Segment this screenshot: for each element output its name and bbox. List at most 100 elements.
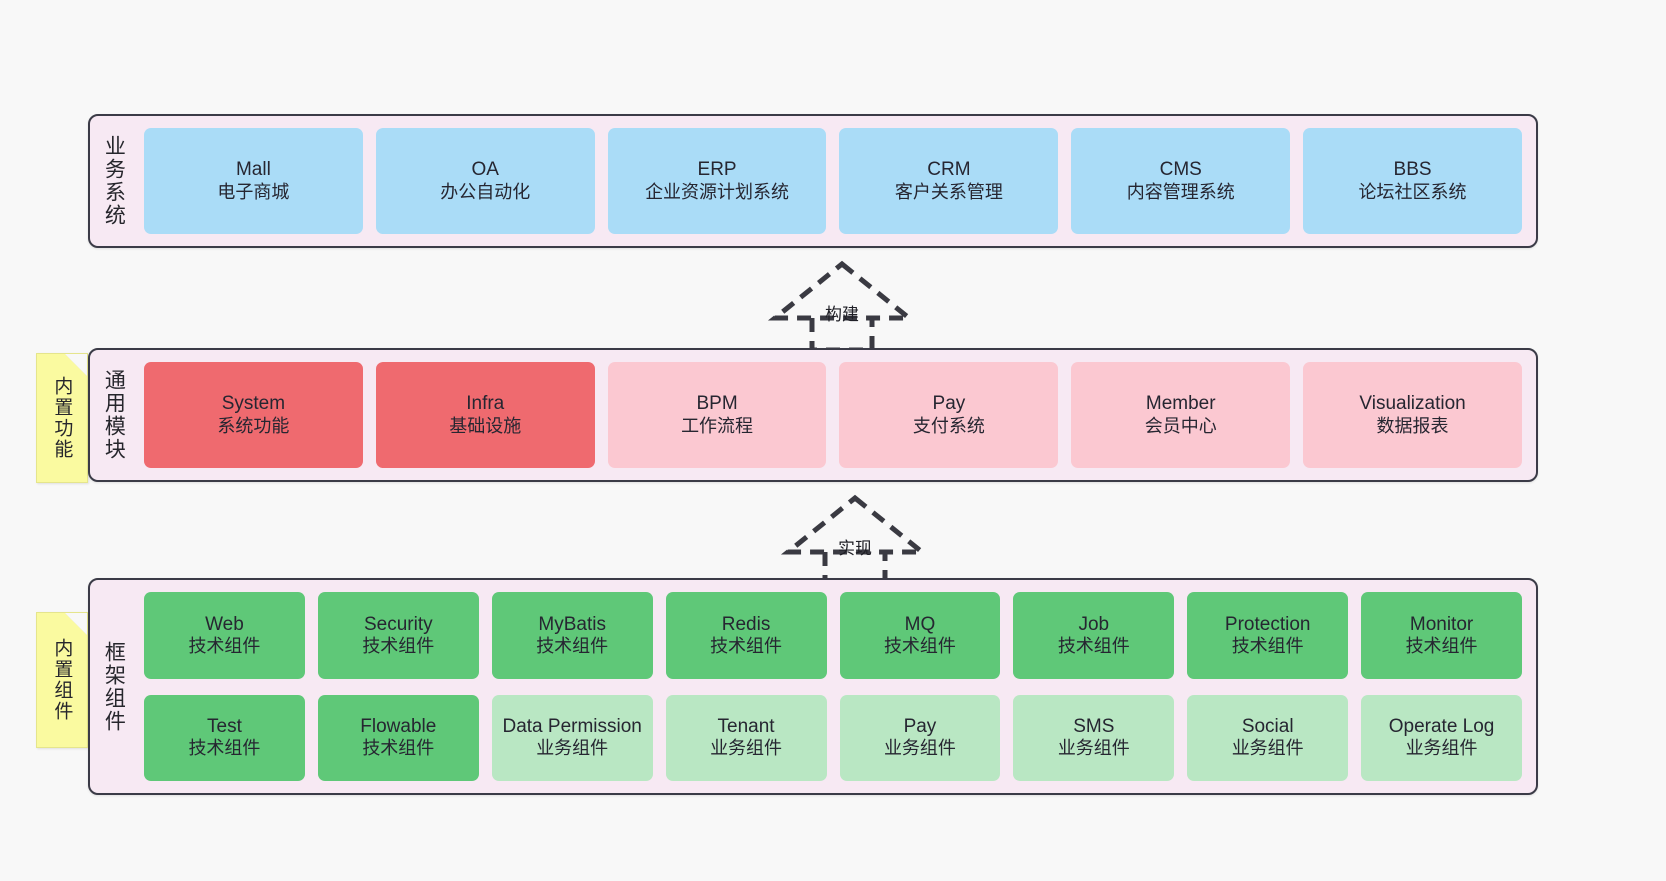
card-title-en: MQ <box>904 613 936 635</box>
card-title-cn: 论坛社区系统 <box>1358 181 1467 203</box>
card-erp[interactable]: ERP 企业资源计划系统 <box>607 128 827 234</box>
card-test[interactable]: Test 技术组件 <box>144 694 305 781</box>
card-row: System 系统功能 Infra 基础设施 BPM 工作流程 Pay 支付系统… <box>144 362 1522 468</box>
card-title-en: Protection <box>1224 613 1311 635</box>
card-mq[interactable]: MQ 技术组件 <box>839 592 1001 679</box>
card-redis[interactable]: Redis 技术组件 <box>665 592 827 679</box>
connector-implement: 实现 <box>770 492 940 592</box>
card-title-en: System <box>221 393 286 415</box>
card-title-en: Member <box>1145 393 1216 415</box>
card-protection[interactable]: Protection 技术组件 <box>1187 592 1349 679</box>
card-title-cn: 业务组件 <box>1231 738 1304 760</box>
card-job[interactable]: Job 技术组件 <box>1013 592 1175 679</box>
card-security[interactable]: Security 技术组件 <box>317 592 479 679</box>
card-row: Mall 电子商城 OA 办公自动化 ERP 企业资源计划系统 CRM 客户关系… <box>144 128 1522 234</box>
note-builtin-function[interactable]: 内置功能 <box>36 353 88 483</box>
card-row: Test 技术组件 Flowable 技术组件 Data Permission … <box>144 694 1522 781</box>
card-visualization[interactable]: Visualization 数据报表 <box>1303 362 1522 468</box>
card-pay-component[interactable]: Pay 业务组件 <box>839 694 1001 781</box>
card-title-cn: 业务组件 <box>1405 738 1478 760</box>
card-title-cn: 技术组件 <box>883 635 956 657</box>
card-title-en: Social <box>1241 716 1294 738</box>
card-title-en: Monitor <box>1409 613 1474 635</box>
card-title-en: Data Permission <box>502 716 642 738</box>
card-mybatis[interactable]: MyBatis 技术组件 <box>491 592 653 679</box>
card-title-cn: 系统功能 <box>217 415 290 437</box>
card-bpm[interactable]: BPM 工作流程 <box>607 362 827 468</box>
card-member[interactable]: Member 会员中心 <box>1071 362 1291 468</box>
connector-build-label: 构建 <box>825 305 859 325</box>
layer-title-common: 通用模块 <box>102 369 127 461</box>
card-title-en: Visualization <box>1359 393 1466 415</box>
card-flowable[interactable]: Flowable 技术组件 <box>317 694 479 781</box>
card-title-cn: 会员中心 <box>1144 415 1217 437</box>
card-title-cn: 基础设施 <box>449 415 522 437</box>
card-pay-module[interactable]: Pay 支付系统 <box>839 362 1059 468</box>
layer-title-business: 业务系统 <box>102 135 127 227</box>
card-sms[interactable]: SMS 业务组件 <box>1013 694 1175 781</box>
card-system[interactable]: System 系统功能 <box>144 362 363 468</box>
card-title-cn: 企业资源计划系统 <box>645 181 790 203</box>
card-title-cn: 办公自动化 <box>440 181 531 203</box>
note-builtin-component[interactable]: 内置组件 <box>36 612 88 748</box>
card-row: Web 技术组件 Security 技术组件 MyBatis 技术组件 Redi… <box>144 592 1522 679</box>
card-title-cn: 业务组件 <box>536 738 609 760</box>
layer-business-system[interactable]: 业务系统 Mall 电子商城 OA 办公自动化 ERP 企业资源计划系统 CRM… <box>88 114 1538 248</box>
card-title-cn: 技术组件 <box>536 635 609 657</box>
card-title-cn: 技术组件 <box>362 738 435 760</box>
card-title-cn: 支付系统 <box>912 415 985 437</box>
connector-build-glyph <box>767 260 917 353</box>
connector-implement-glyph <box>780 494 930 587</box>
card-crm[interactable]: CRM 客户关系管理 <box>839 128 1059 234</box>
card-title-cn: 业务组件 <box>1057 738 1130 760</box>
card-title-cn: 技术组件 <box>188 635 261 657</box>
card-title-cn: 技术组件 <box>1405 635 1478 657</box>
layer-body-framework: Web 技术组件 Security 技术组件 MyBatis 技术组件 Redi… <box>138 580 1536 793</box>
card-title-cn: 技术组件 <box>362 635 435 657</box>
layer-common-module[interactable]: 通用模块 System 系统功能 Infra 基础设施 BPM 工作流程 Pay… <box>88 348 1538 482</box>
card-title-en: CMS <box>1159 159 1202 181</box>
card-monitor[interactable]: Monitor 技术组件 <box>1361 592 1522 679</box>
connector-implement-label: 实现 <box>838 539 872 559</box>
card-title-en: CRM <box>927 159 971 181</box>
card-tenant[interactable]: Tenant 业务组件 <box>665 694 827 781</box>
card-mall[interactable]: Mall 电子商城 <box>144 128 363 234</box>
card-title-en: Mall <box>235 159 271 181</box>
card-title-en: Pay <box>903 716 937 738</box>
card-title-cn: 内容管理系统 <box>1126 181 1235 203</box>
card-title-cn: 电子商城 <box>217 181 290 203</box>
layer-body-common: System 系统功能 Infra 基础设施 BPM 工作流程 Pay 支付系统… <box>138 350 1536 480</box>
card-operate-log[interactable]: Operate Log 业务组件 <box>1361 694 1522 781</box>
card-social[interactable]: Social 业务组件 <box>1187 694 1349 781</box>
card-title-en: OA <box>471 159 499 181</box>
card-title-en: BPM <box>696 393 738 415</box>
card-web[interactable]: Web 技术组件 <box>144 592 305 679</box>
card-title-en: Test <box>207 716 242 738</box>
card-title-cn: 技术组件 <box>710 635 783 657</box>
card-data-permission[interactable]: Data Permission 业务组件 <box>491 694 653 781</box>
card-title-en: Infra <box>466 393 505 415</box>
card-title-en: Web <box>205 613 244 635</box>
card-title-cn: 业务组件 <box>883 738 956 760</box>
card-title-en: Pay <box>932 393 966 415</box>
card-title-cn: 技术组件 <box>1231 635 1304 657</box>
card-title-en: SMS <box>1073 716 1115 738</box>
card-oa[interactable]: OA 办公自动化 <box>375 128 595 234</box>
connector-build: 构建 <box>757 258 927 358</box>
card-bbs[interactable]: BBS 论坛社区系统 <box>1303 128 1522 234</box>
card-title-en: Tenant <box>717 716 775 738</box>
card-title-en: Operate Log <box>1388 716 1495 738</box>
card-title-en: Job <box>1078 613 1110 635</box>
card-infra[interactable]: Infra 基础设施 <box>375 362 595 468</box>
card-title-en: Flowable <box>360 716 437 738</box>
card-title-en: MyBatis <box>538 613 606 635</box>
card-title-cn: 技术组件 <box>1057 635 1130 657</box>
card-title-cn: 客户关系管理 <box>894 181 1003 203</box>
card-title-en: ERP <box>697 159 737 181</box>
note-builtin-function-label: 内置功能 <box>51 376 74 460</box>
card-title-en: BBS <box>1393 159 1432 181</box>
card-cms[interactable]: CMS 内容管理系统 <box>1071 128 1291 234</box>
layer-framework-component[interactable]: 框架组件 Web 技术组件 Security 技术组件 MyBatis 技术组件… <box>88 578 1538 795</box>
note-builtin-component-label: 内置组件 <box>51 638 74 722</box>
